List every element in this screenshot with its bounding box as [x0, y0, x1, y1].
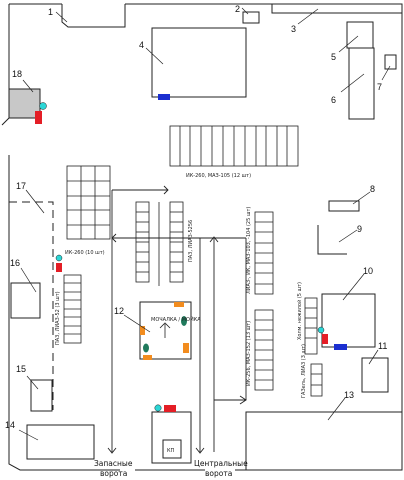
callout-3: 3 — [291, 24, 296, 34]
label-center-box: МОЧАЛКА / МОЙКА — [151, 316, 201, 323]
gate-spare-label-2: ворота — [100, 469, 127, 478]
callout-5: 5 — [331, 52, 336, 62]
label-right-top: ЛИАЗ-, ИК, МАЗ-103, -104 (25 шт) — [246, 207, 252, 294]
building-16 — [10, 282, 41, 319]
parking-center — [135, 201, 184, 286]
parking-shed — [304, 297, 318, 355]
parking-right-small — [310, 363, 323, 397]
building-6 — [348, 47, 375, 120]
fence-9 — [317, 225, 347, 255]
red-marker-18 — [35, 111, 42, 124]
label-booth: КП — [167, 448, 175, 454]
parking-left — [66, 165, 111, 240]
cyan-marker-10 — [317, 326, 325, 334]
building-14 — [26, 424, 95, 460]
label-pgs-left: ПАЗ, ЛИАЗ-52 (3 шт) — [55, 291, 61, 345]
red-marker-10 — [322, 334, 328, 344]
callout-10: 10 — [363, 266, 373, 276]
orange-marker-12c — [183, 343, 189, 353]
cyan-marker-booth — [154, 404, 162, 412]
blue-marker-10 — [334, 344, 347, 350]
booth-inner — [162, 439, 182, 459]
red-marker-left — [56, 263, 62, 272]
parking-pgs-left — [63, 274, 82, 344]
label-top-park: ИК-260, МАЗ-105 (12 шт) — [186, 173, 251, 179]
callout-12: 12 — [114, 306, 124, 316]
callout-15: 15 — [16, 364, 26, 374]
callouts: 1 2 3 4 5 6 7 8 9 10 11 12 13 14 15 16 1… — [5, 4, 387, 430]
gate-main-label-1: Центральные — [194, 459, 248, 468]
parking-right-mid — [254, 309, 274, 391]
callout-17: 17 — [16, 181, 26, 191]
teal-marker-12a — [181, 316, 187, 326]
label-center-col: ПАЗ, ЛИАЗ-5256 — [188, 220, 194, 262]
callout-18: 18 — [12, 69, 22, 79]
cyan-marker-18 — [39, 102, 47, 110]
parking-top — [169, 125, 299, 167]
building-18 — [8, 88, 41, 119]
blue-marker-4 — [158, 94, 170, 100]
teal-marker-12b — [143, 343, 149, 353]
red-marker-booth — [164, 405, 176, 412]
label-right-small: ГАЗель, ЛИАЗ (3 шт) — [301, 344, 307, 398]
label-shed: Холм. нежилой (5 шт) — [296, 282, 303, 340]
dashed-line-17 — [9, 201, 54, 410]
callout-4: 4 — [139, 40, 144, 50]
building-15 — [30, 379, 53, 412]
building-3 — [271, 3, 403, 14]
parking-right-top — [254, 211, 274, 295]
callout-leaders — [18, 7, 391, 441]
gate-main-label-2: ворота — [205, 469, 232, 478]
orange-marker-12b — [140, 326, 145, 335]
gate-spare-label-1: Запасные — [94, 459, 133, 468]
building-5 — [346, 21, 374, 49]
traffic-lines — [107, 185, 247, 454]
building-2 — [242, 11, 260, 24]
building-1 — [61, 4, 126, 28]
building-13 — [245, 411, 402, 470]
callout-11: 11 — [378, 341, 387, 351]
label-left-park: ИК-260 (10 шт) — [65, 250, 105, 256]
callout-2: 2 — [235, 4, 240, 14]
building-10 — [321, 293, 376, 348]
callout-9: 9 — [357, 224, 362, 234]
building-4 — [151, 27, 247, 98]
cyan-marker-left — [55, 254, 63, 262]
building-7 — [384, 54, 397, 70]
callout-16: 16 — [10, 258, 20, 268]
building-11 — [361, 357, 389, 393]
callout-1: 1 — [48, 7, 53, 17]
callout-13: 13 — [344, 390, 354, 400]
callout-14: 14 — [5, 420, 15, 430]
building-8 — [328, 200, 360, 212]
outer-fence — [1, 3, 403, 471]
callout-6: 6 — [331, 95, 336, 105]
arrow-12-head — [159, 322, 171, 329]
orange-marker-12a — [174, 302, 184, 307]
callout-7: 7 — [377, 82, 382, 92]
orange-marker-12d — [143, 355, 152, 360]
label-right-mid: ИК-256, МАЗ-152 (13 шт) — [246, 321, 252, 386]
callout-8: 8 — [370, 184, 375, 194]
